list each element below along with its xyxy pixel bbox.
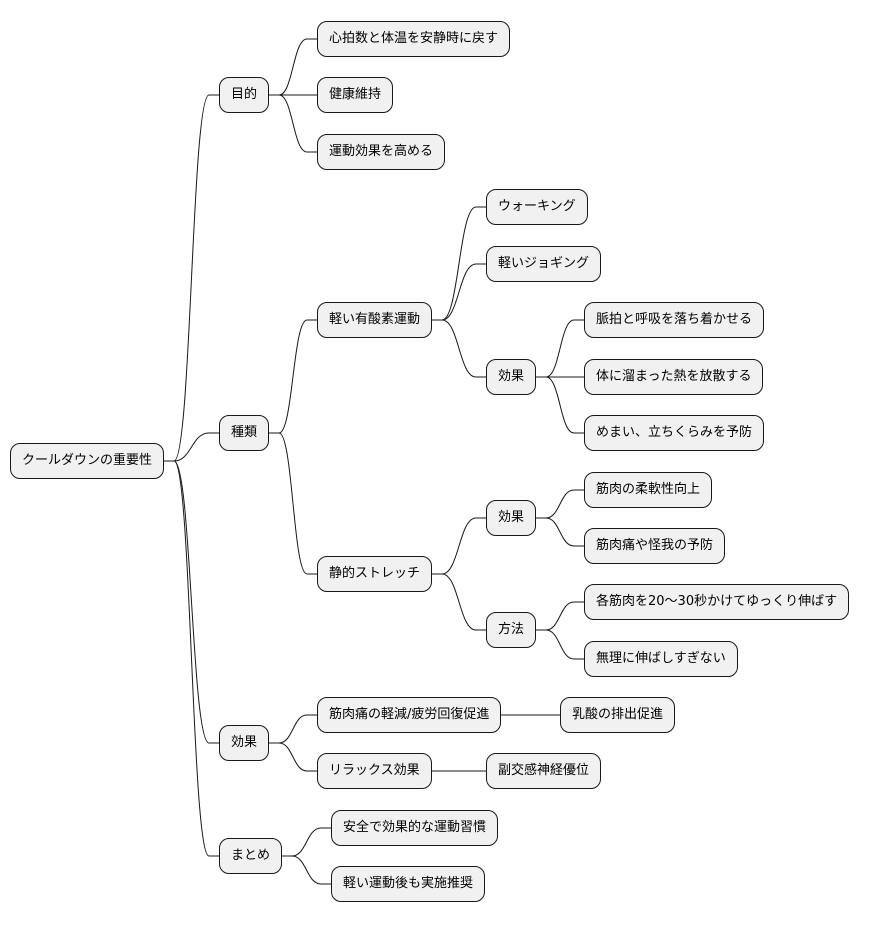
effect-item: リラックス効果 xyxy=(317,753,432,789)
aerobic-effect-item: 体に溜まった熱を放散する xyxy=(584,359,764,395)
purpose-item: 心拍数と体温を安静時に戻す xyxy=(317,21,511,57)
purpose-item: 運動効果を高める xyxy=(317,134,446,170)
connector-line xyxy=(164,94,219,462)
branch-types: 種類 xyxy=(219,415,270,451)
effect-detail: 副交感神経優位 xyxy=(486,753,602,789)
connector-line xyxy=(269,742,317,772)
connector-line xyxy=(432,319,486,378)
branch-purpose: 目的 xyxy=(219,77,270,113)
summary-item: 安全で効果的な運動習慣 xyxy=(331,810,499,846)
stretch-effect-item: 筋肉の柔軟性向上 xyxy=(584,472,713,508)
stretch-effect-item: 筋肉痛や怪我の予防 xyxy=(584,528,726,564)
connector-line xyxy=(269,432,317,575)
stretch-method: 方法 xyxy=(486,612,537,648)
connector-line xyxy=(282,827,331,857)
purpose-item: 健康維持 xyxy=(317,77,394,113)
connector-line xyxy=(269,319,317,434)
connector-line xyxy=(432,206,486,321)
effect-item: 筋肉痛の軽減/疲労回復促進 xyxy=(317,697,502,733)
connector-line xyxy=(269,94,317,153)
type-static-stretch: 静的ストレッチ xyxy=(317,556,433,592)
aerobic-effect-item: めまい、立ちくらみを予防 xyxy=(584,415,765,451)
aerobic-effect: 効果 xyxy=(486,359,537,395)
connector-line xyxy=(282,855,331,885)
connector-line xyxy=(164,460,219,857)
stretch-method-item: 無理に伸ばしすぎない xyxy=(584,641,738,677)
root-node: クールダウンの重要性 xyxy=(10,443,165,479)
type-aerobic: 軽い有酸素運動 xyxy=(317,302,433,338)
summary-item: 軽い運動後も実施推奨 xyxy=(331,866,486,902)
effect-detail: 乳酸の排出促進 xyxy=(560,697,676,733)
connector-line xyxy=(536,517,584,547)
connector-line xyxy=(536,489,584,519)
aerobic-effect-item: 脈拍と呼吸を落ち着かせる xyxy=(584,302,765,338)
connector-line xyxy=(536,629,584,660)
aerobic-item: ウォーキング xyxy=(486,189,588,225)
connector-line xyxy=(536,601,584,631)
connector-line xyxy=(432,517,486,575)
connector-line xyxy=(269,714,317,744)
connector-line xyxy=(432,573,486,631)
branch-effects: 効果 xyxy=(219,725,270,761)
connector-line xyxy=(432,263,486,321)
stretch-method-item: 各筋肉を20〜30秒かけてゆっくり伸ばす xyxy=(584,584,850,620)
connector-line xyxy=(536,319,584,378)
branch-summary: まとめ xyxy=(219,838,283,874)
stretch-effect: 効果 xyxy=(486,500,537,536)
connector-line xyxy=(164,460,219,744)
connector-line xyxy=(164,432,219,462)
connector-line xyxy=(269,38,317,96)
aerobic-item: 軽いジョギング xyxy=(486,246,602,282)
connector-line xyxy=(536,376,584,434)
